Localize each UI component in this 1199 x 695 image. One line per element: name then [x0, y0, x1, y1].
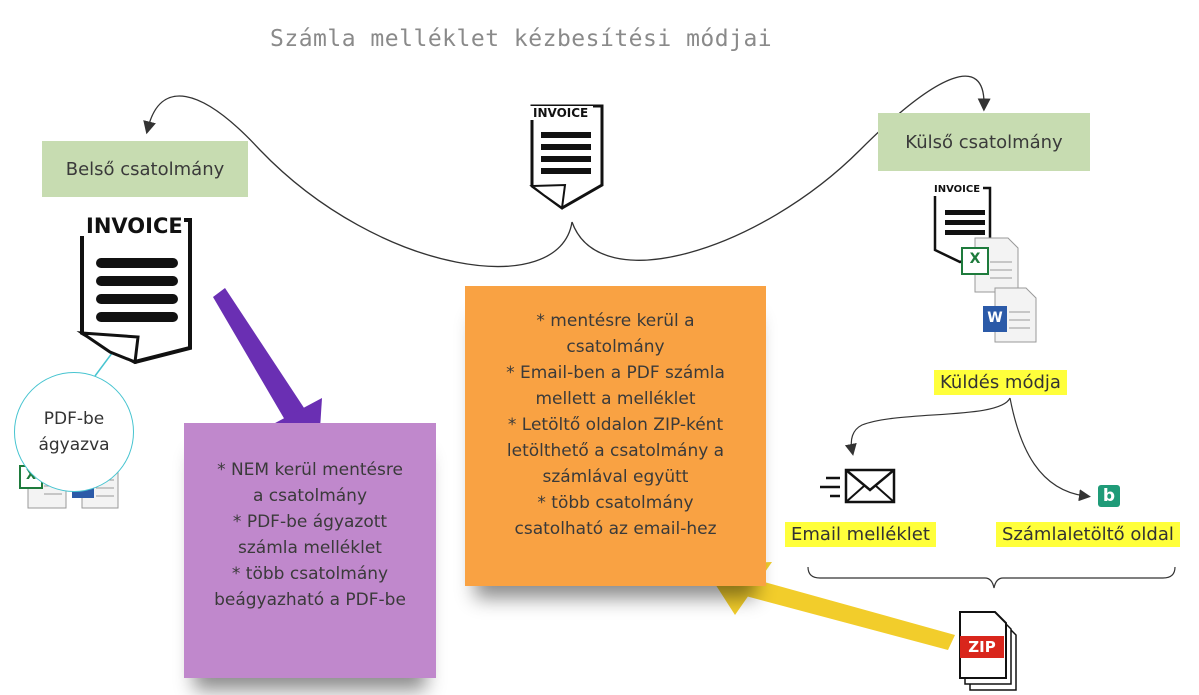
excel-letter-embedded: X — [25, 468, 37, 483]
word-letter-external: W — [987, 310, 1003, 326]
note-line: * több csatolmány — [537, 493, 694, 513]
zip-label: ZIP — [968, 638, 996, 656]
invoice-label-external: INVOICE — [934, 184, 981, 195]
embedded-bubble: PDF-be ágyazva — [14, 372, 134, 492]
invoice-icon-center — [527, 104, 604, 210]
external-notes: * mentésre kerül a csatolmány * Email-be… — [465, 286, 766, 586]
connector-to-external — [571, 75, 991, 261]
email-attachment-label: Email melléklet — [785, 522, 936, 547]
external-attachment-box: Külső csatolmány — [878, 113, 1090, 171]
note-line: * mentésre kerül a — [536, 311, 695, 331]
note-line: * Email-ben a PDF számla — [506, 363, 725, 383]
note-line: a csatolmány — [252, 486, 368, 506]
connector-to-internal — [143, 95, 573, 268]
note-line: * Letöltő oldalon ZIP-ként — [507, 415, 724, 435]
send-method-label: Küldés módja — [934, 370, 1067, 395]
connector-to-download — [1009, 397, 1091, 502]
note-line: számla melléklet — [238, 538, 382, 558]
internal-notes: * NEM kerül mentésre a csatolmány * PDF-… — [184, 423, 436, 678]
embedded-line: ágyazva — [38, 435, 110, 455]
connector-to-email — [844, 397, 1011, 456]
invoice-label-center: INVOICE — [533, 106, 589, 120]
embedded-line: PDF-be — [43, 409, 105, 429]
internal-attachment-box: Belső csatolmány — [42, 141, 248, 197]
note-line: * több csatolmány — [231, 564, 389, 584]
note-line: számlával együtt — [542, 467, 689, 487]
invoice-icon-internal — [76, 214, 192, 365]
envelope-icon — [820, 468, 896, 504]
note-line: mellett a melléklet — [535, 389, 696, 409]
note-line: beágyazható a PDF-be — [214, 590, 406, 610]
bracket — [807, 566, 1176, 589]
word-file-icon-external — [983, 287, 1037, 343]
note-line: csatolható az email-hez — [514, 519, 717, 539]
download-page-logo-icon: b — [1098, 485, 1120, 507]
excel-file-icon-external — [961, 237, 1019, 293]
zip-file-icon — [959, 611, 1017, 691]
note-line: * PDF-be ágyazott — [232, 512, 388, 532]
note-line: letölthető a csatolmány a — [506, 441, 725, 461]
note-line: csatolmány — [566, 337, 665, 357]
excel-letter-external: X — [969, 251, 981, 267]
note-line: * NEM kerül mentésre — [217, 460, 403, 480]
page-title: Számla melléklet kézbesítési módjai — [270, 26, 773, 52]
download-page-label: Számlaletöltő oldal — [996, 522, 1180, 547]
invoice-label-internal: INVOICE — [86, 214, 183, 238]
